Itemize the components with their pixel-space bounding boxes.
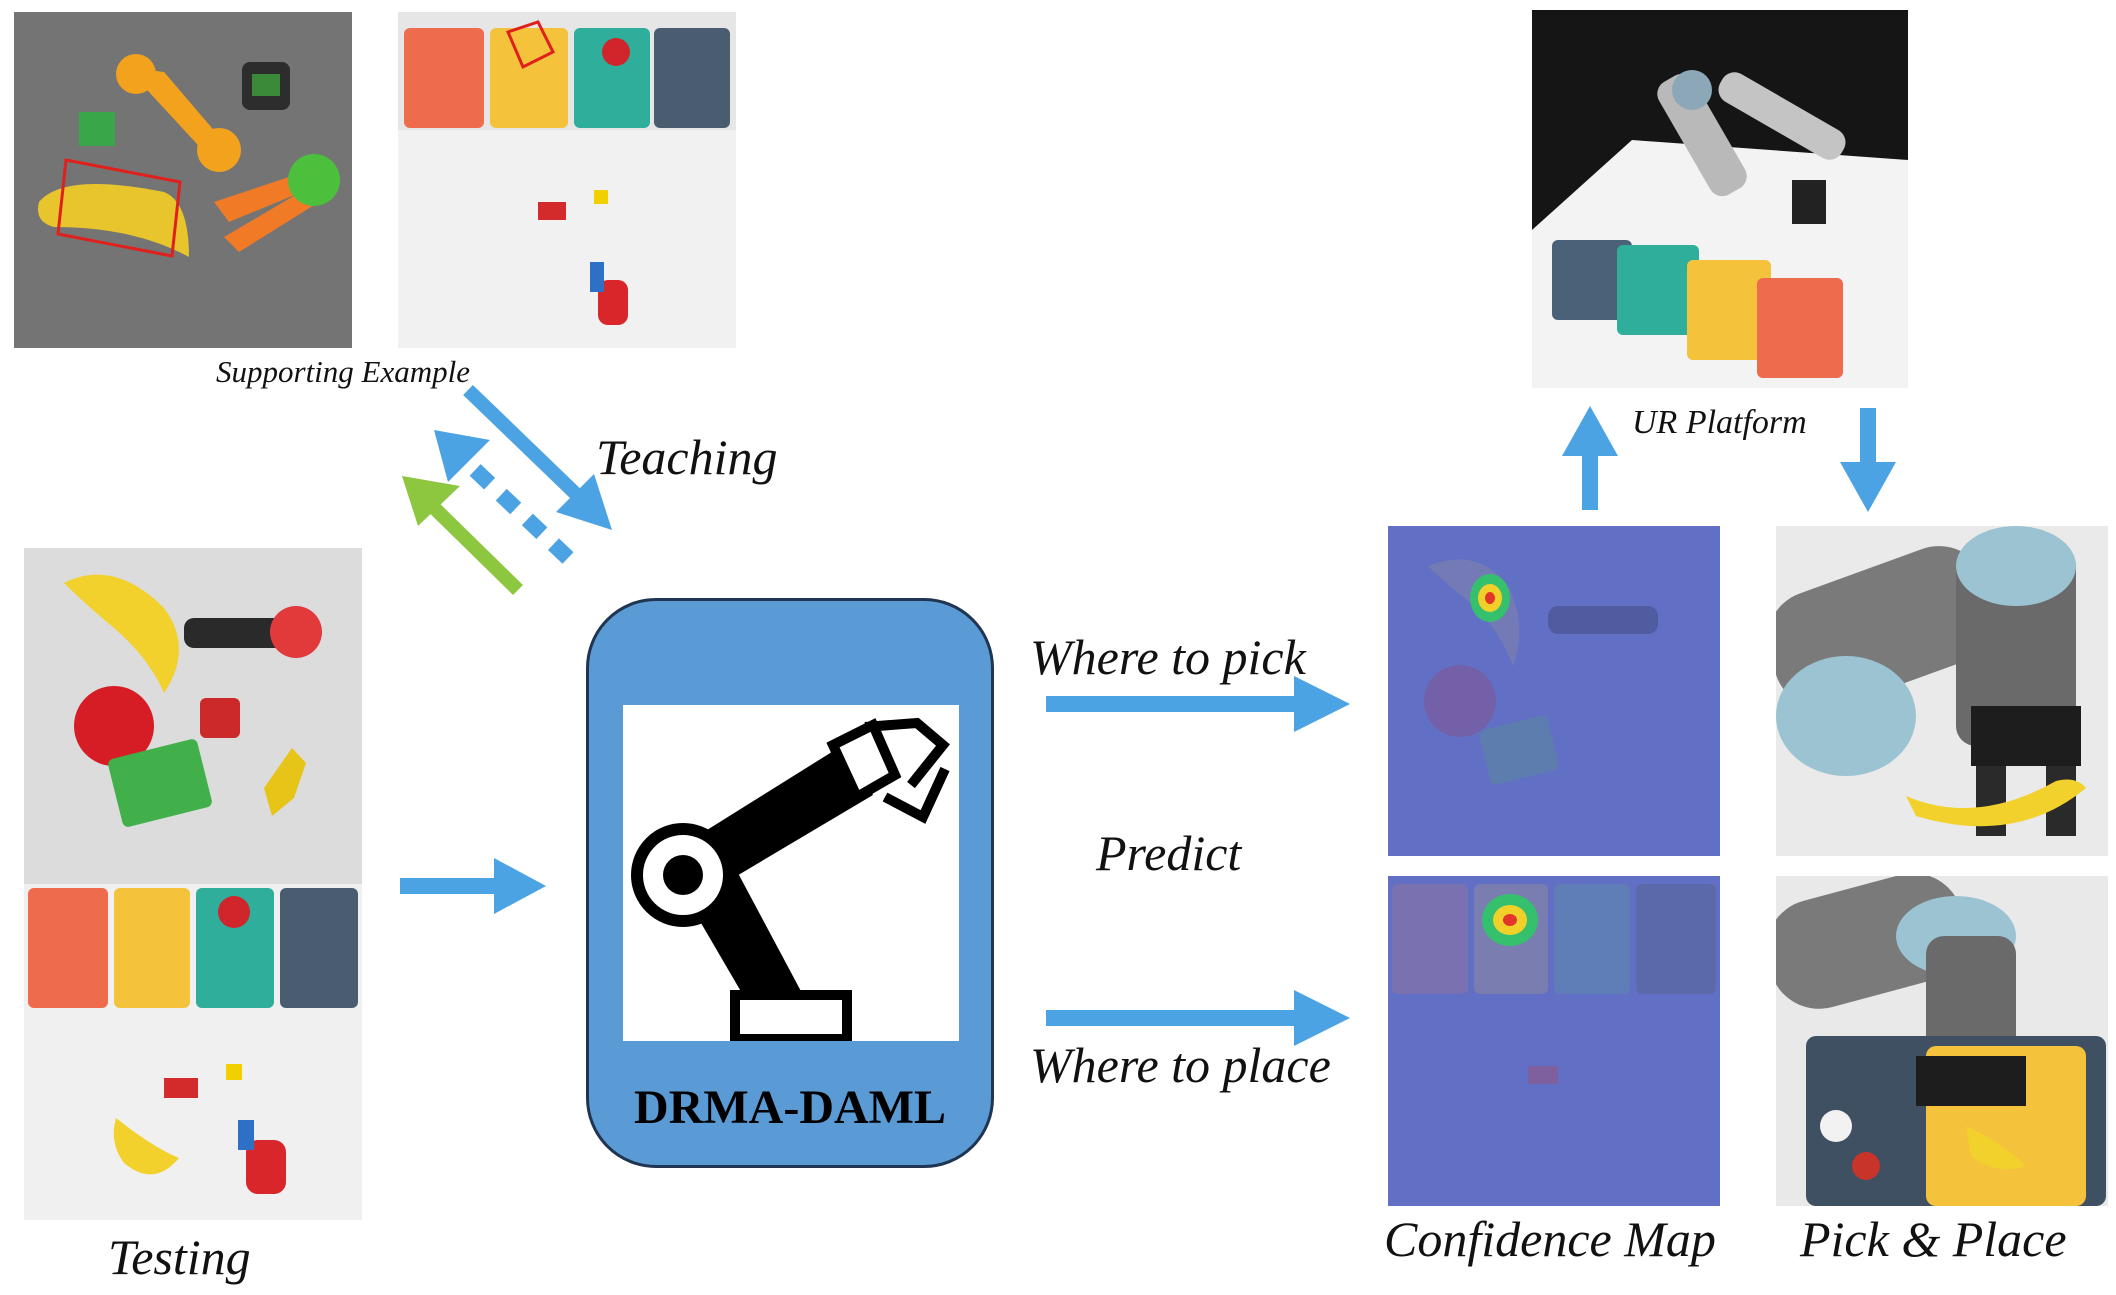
predict-label: Predict [1096, 825, 1242, 881]
teaching-arrow-solid [463, 384, 585, 504]
ur-platform-label: UR Platform [1632, 404, 1807, 441]
pick-arrow [1046, 676, 1350, 732]
model-block: DRMA-DAML [586, 598, 994, 1168]
feedback-arrow-dashed [446, 442, 574, 564]
confidence-map-place [1388, 876, 1720, 1206]
feedback-arrowhead [434, 430, 490, 482]
supporting-example-label: Supporting Example [216, 354, 470, 389]
supporting-example-objects-photo [14, 12, 352, 348]
testing-label: Testing [108, 1229, 251, 1285]
where-to-place-label: Where to place [1030, 1037, 1331, 1093]
robot-arm-icon [623, 705, 959, 1041]
testing-input-arrow [400, 858, 546, 914]
place-arrow [1046, 990, 1350, 1046]
green-arrow [415, 488, 523, 596]
teaching-arrowhead [556, 474, 612, 530]
place-photo [1776, 876, 2108, 1206]
confidence-map-pick [1388, 526, 1720, 856]
up-arrow [1562, 406, 1618, 510]
teaching-label: Teaching [596, 429, 778, 485]
down-arrow [1840, 408, 1896, 512]
confidence-map-label: Confidence Map [1384, 1211, 1716, 1267]
supporting-example-bins-photo [398, 12, 736, 348]
pick-photo [1776, 526, 2108, 856]
green-arrowhead [402, 476, 460, 526]
ur-platform-photo [1532, 10, 1908, 388]
model-name: DRMA-DAML [634, 1081, 946, 1134]
pick-place-label: Pick & Place [1800, 1211, 2067, 1267]
where-to-pick-label: Where to pick [1030, 629, 1306, 685]
testing-photo [24, 548, 362, 1220]
teaching-arrows [402, 384, 612, 596]
